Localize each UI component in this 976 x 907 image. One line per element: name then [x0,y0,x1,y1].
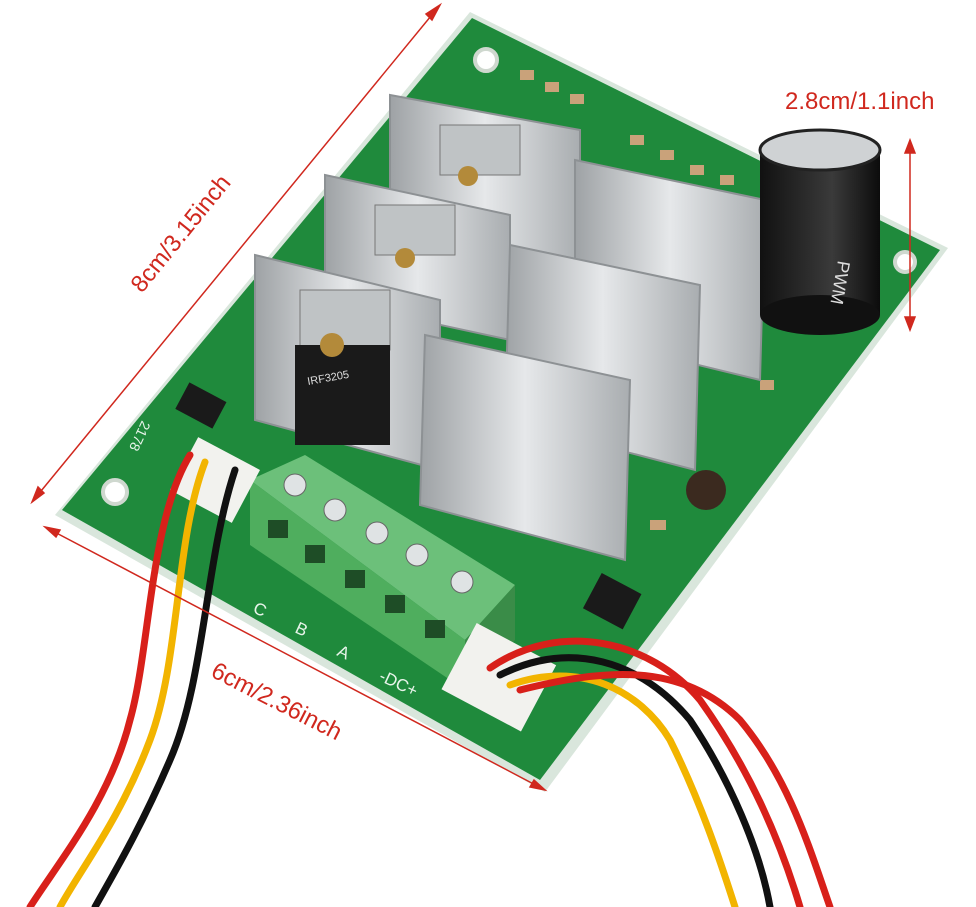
capacitor [758,128,882,335]
ic-chip [582,572,642,630]
wires-right [486,637,834,907]
mount-hole [101,478,129,506]
dimension-lines [30,2,917,792]
smd-components [520,70,774,530]
inductor [686,470,726,510]
mount-hole [893,250,917,274]
mount-hole [473,47,499,73]
dimension-height-label: 2.8cm/1.1inch [785,88,935,115]
mosfets [295,124,521,445]
wires-left [26,451,239,907]
ic-chip [175,382,227,429]
